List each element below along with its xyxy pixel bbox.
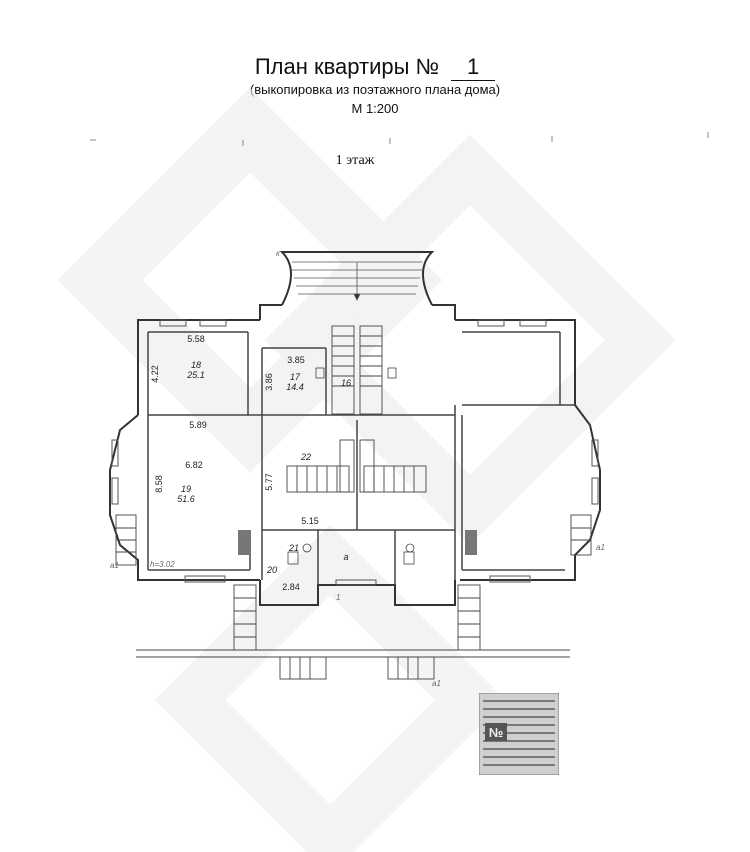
stamp: №	[479, 693, 559, 775]
mark-one: 1	[336, 593, 340, 602]
inner-walls	[147, 331, 575, 585]
dim-3-86: 3.86	[264, 373, 274, 391]
mark-a1-right: а1	[596, 543, 605, 552]
windows	[111, 319, 599, 586]
room-18-number: 18	[191, 360, 201, 370]
dim-5-15: 5.15	[301, 516, 319, 526]
dim-2-84: 2.84	[282, 582, 300, 592]
plan-title-text: План квартиры №	[254, 54, 440, 79]
room-16-number: 16	[341, 378, 351, 388]
plan-scale: М 1:200	[351, 101, 399, 116]
floor-label: 1 этаж	[335, 153, 375, 168]
ceiling-height: h=3.02	[150, 560, 175, 569]
plan-subtitle: (выкопировка из поэтажного плана дома)	[249, 82, 501, 97]
dim-8-58: 8.58	[154, 475, 164, 493]
porch-stair	[292, 261, 422, 301]
plan-title: План квартиры № 1	[0, 54, 750, 81]
room-19-number: 19	[181, 484, 191, 494]
apartment-number: 1	[451, 54, 496, 81]
room-a-number: а	[343, 552, 348, 562]
sanitary-fixtures	[287, 367, 415, 565]
svg-text:№: №	[489, 725, 504, 740]
dim-5-89: 5.89	[189, 420, 207, 430]
dim-6-82: 6.82	[185, 460, 203, 470]
entrance-steps	[115, 514, 592, 680]
dim-5-77: 5.77	[264, 473, 274, 491]
dim-4-22: 4.22	[150, 365, 160, 383]
central-stair	[286, 325, 427, 493]
room-17-number: 17	[290, 372, 301, 382]
room-18-area: 25.1	[186, 370, 205, 380]
registration-ticks	[90, 132, 709, 146]
room-22-number: 22	[300, 452, 311, 462]
mark-a1-bottom: а1	[432, 679, 441, 688]
dim-5-58: 5.58	[187, 334, 205, 344]
room-17-area: 14.4	[286, 382, 304, 392]
dim-3-85: 3.85	[287, 355, 305, 365]
structural-blocks	[238, 530, 477, 555]
room-20-number: 20	[266, 565, 277, 575]
mark-k: к	[276, 249, 281, 258]
room-19-area: 51.6	[177, 494, 195, 504]
room-21-number: 21	[288, 543, 299, 553]
mark-a1-left: а1	[110, 561, 119, 570]
